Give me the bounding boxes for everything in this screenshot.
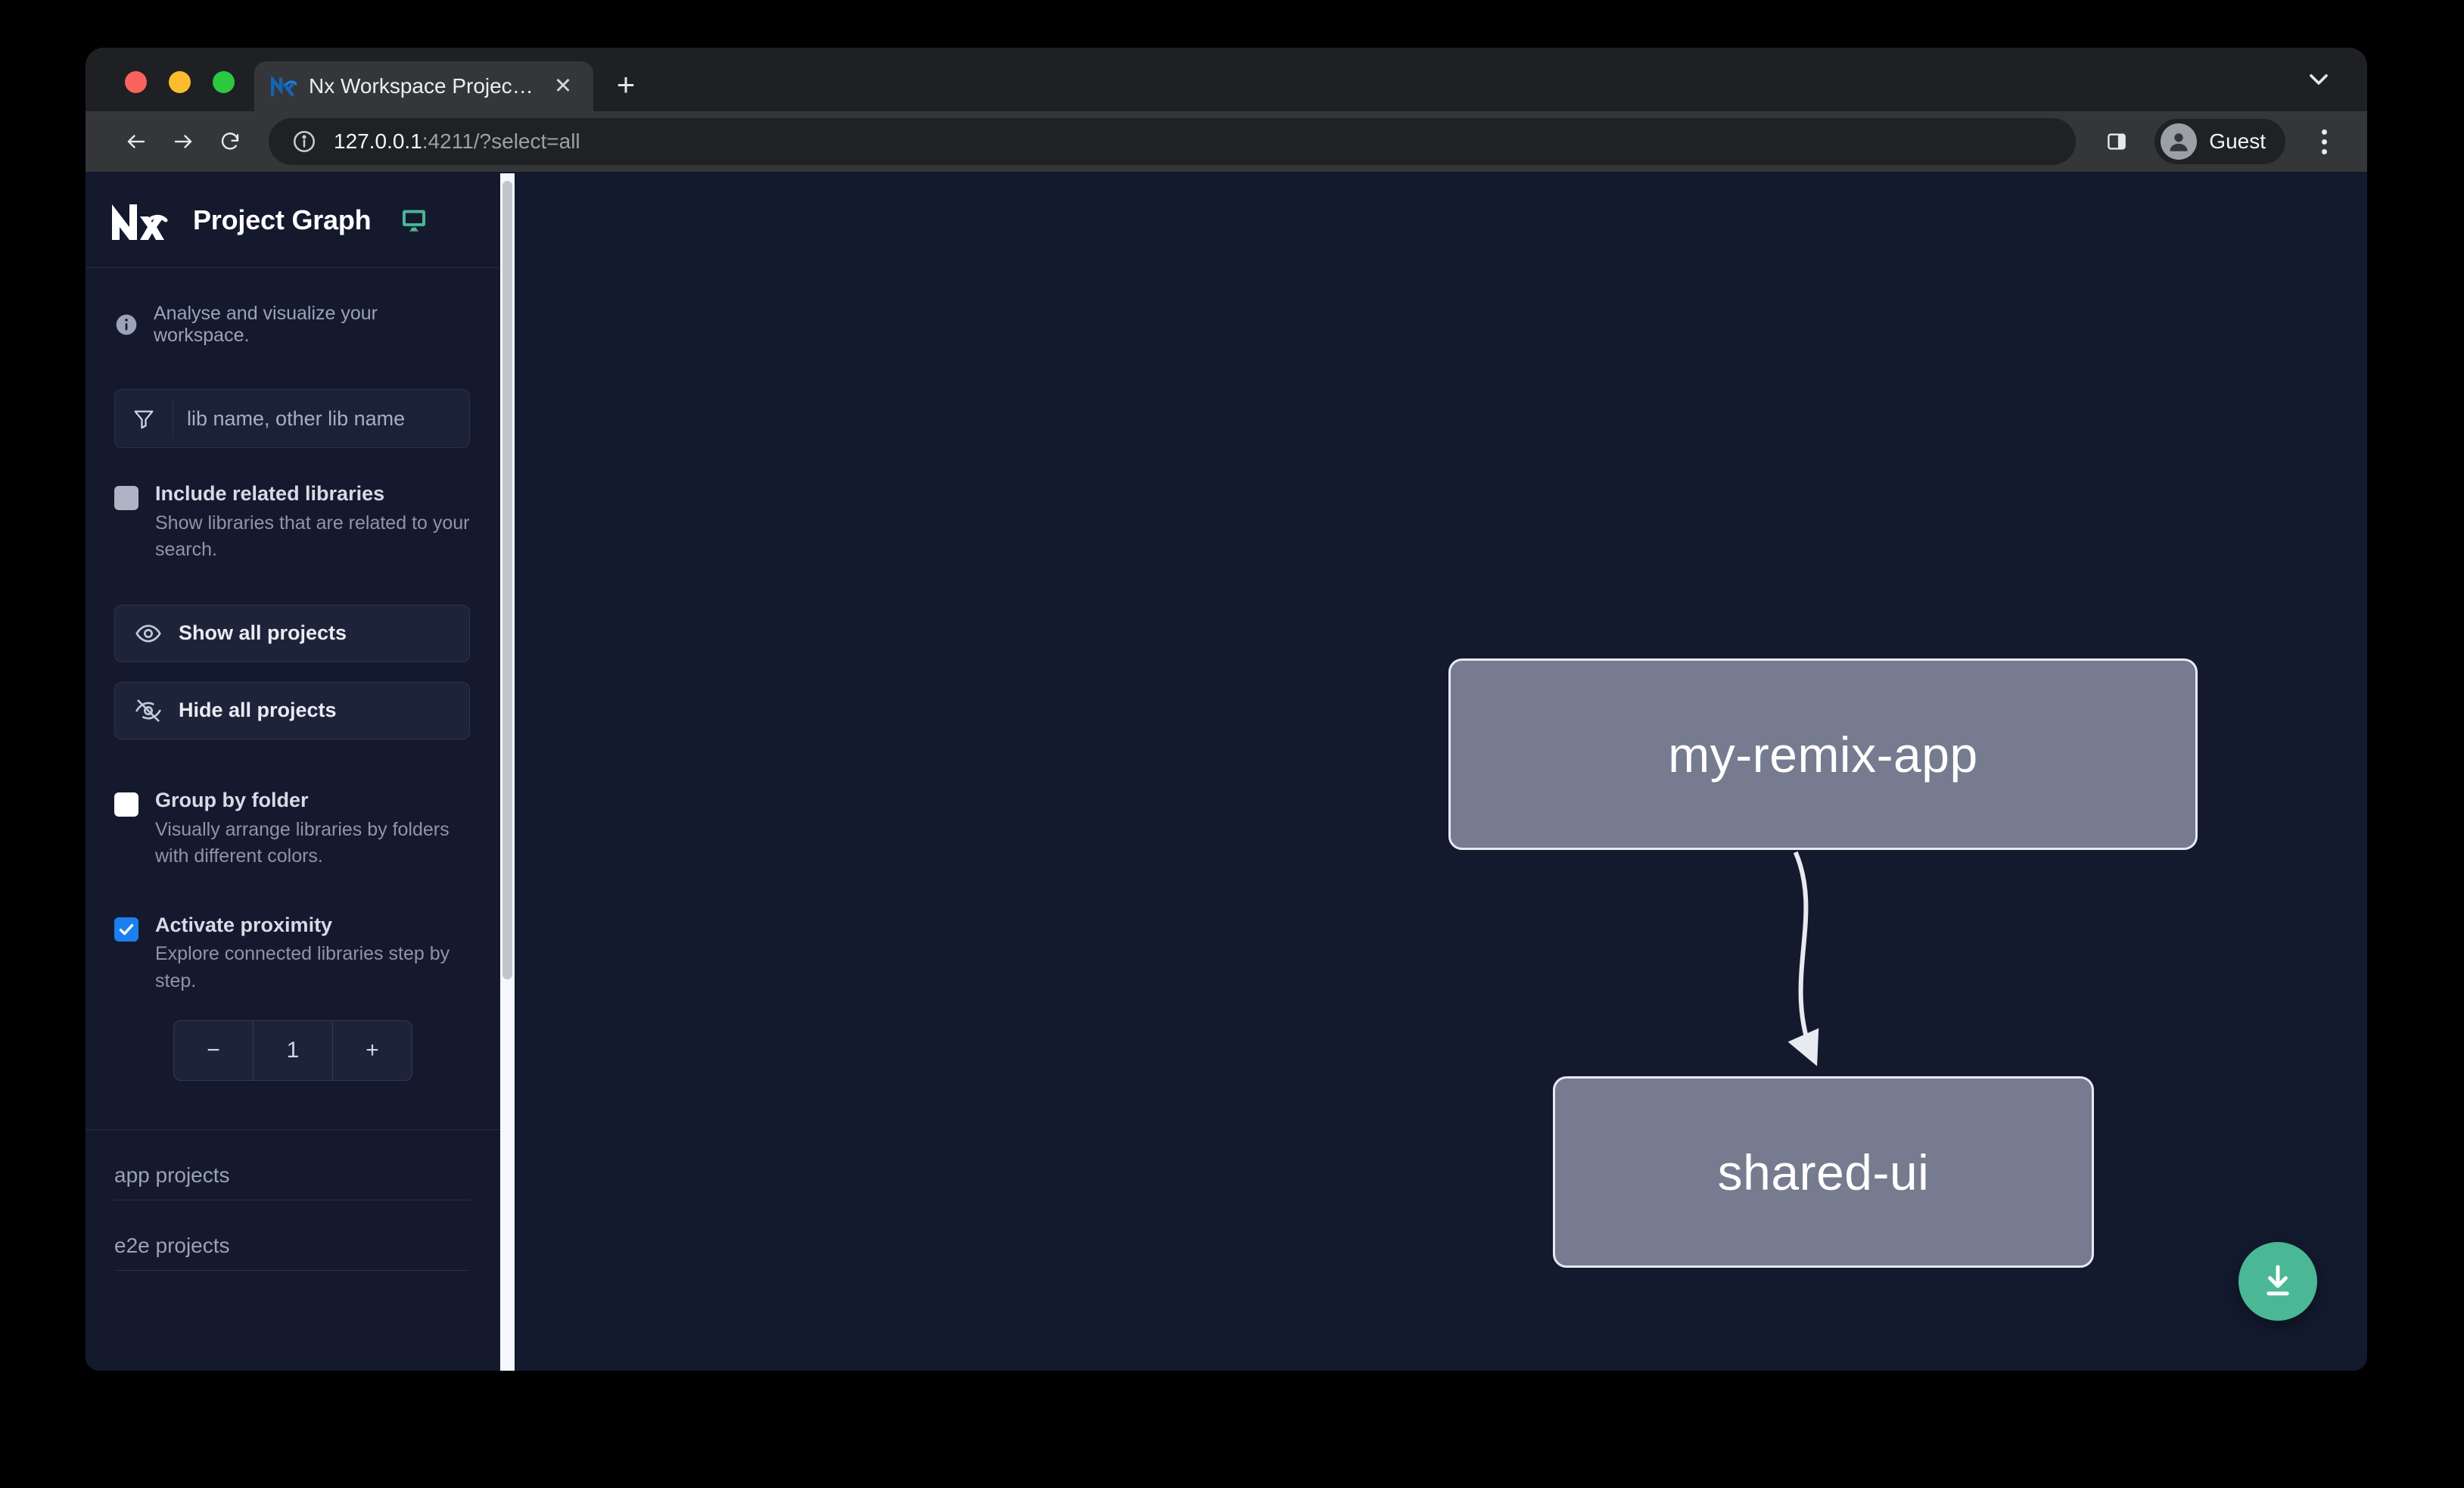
- window-controls: [86, 71, 235, 111]
- e2e-projects-label: e2e projects: [114, 1234, 230, 1258]
- download-graph-button[interactable]: [2238, 1242, 2317, 1321]
- graph-node-shared-ui[interactable]: shared-ui: [1553, 1076, 2094, 1268]
- edge-my-remix-app-to-shared-ui: [1787, 851, 1819, 1066]
- browser-tab[interactable]: Nx Workspace Project Graph ✕: [254, 61, 593, 111]
- url-path: :4211/?select=all: [422, 129, 580, 153]
- graph-node-my-remix-app[interactable]: my-remix-app: [1448, 658, 2198, 850]
- nx-logo: [110, 198, 169, 242]
- app-projects-group[interactable]: app projects: [114, 1130, 470, 1201]
- eye-slash-icon: [135, 699, 161, 722]
- maximize-window-button[interactable]: [213, 71, 235, 93]
- option-activate-proximity[interactable]: Activate proximity Explore connected lib…: [86, 913, 500, 995]
- toolbar-actions: Guest: [2095, 119, 2344, 164]
- sidebar: Project Graph: [86, 173, 515, 1371]
- reload-icon[interactable]: [207, 118, 254, 165]
- tab-strip-actions: [2304, 64, 2367, 111]
- person-avatar-icon: [2161, 123, 2198, 160]
- monitor-icon[interactable]: [400, 206, 428, 235]
- info-icon: [114, 313, 138, 337]
- search-input[interactable]: [173, 406, 469, 431]
- funnel-icon: [115, 406, 173, 431]
- page-title: Project Graph: [193, 204, 372, 235]
- graph-edges: [1787, 851, 1819, 1066]
- info-circle-icon[interactable]: [291, 129, 317, 154]
- option-title: Include related libraries: [155, 482, 385, 505]
- tab-strip: Nx Workspace Project Graph ✕ +: [86, 48, 2367, 111]
- proximity-stepper[interactable]: − 1 +: [173, 1020, 412, 1082]
- address-bar[interactable]: 127.0.0.1:4211/?select=all: [269, 118, 2077, 165]
- option-title: Activate proximity: [155, 913, 333, 936]
- increment-button[interactable]: +: [366, 1038, 379, 1063]
- kebab-menu-icon[interactable]: [2304, 121, 2344, 162]
- browser-window: Nx Workspace Project Graph ✕ +: [86, 48, 2367, 1371]
- graph-canvas[interactable]: my-remix-app shared-ui: [501, 173, 2367, 1371]
- option-description: Show libraries that are related to your …: [155, 512, 470, 561]
- show-all-projects-button[interactable]: Show all projects: [114, 604, 470, 662]
- filter-input-wrapper[interactable]: [114, 389, 470, 448]
- e2e-projects-group[interactable]: e2e projects: [114, 1200, 470, 1272]
- option-title: Group by folder: [155, 788, 309, 811]
- option-description: Explore connected libraries step by step…: [155, 943, 450, 991]
- sidebar-divider: [86, 1129, 500, 1131]
- scrollbar-thumb[interactable]: [502, 181, 512, 979]
- download-icon: [2266, 1265, 2289, 1296]
- close-window-button[interactable]: [125, 71, 147, 93]
- profile-chip[interactable]: Guest: [2154, 119, 2285, 164]
- side-panel-icon[interactable]: [2095, 120, 2138, 163]
- stepper-value: 1: [253, 1021, 333, 1081]
- hide-all-projects-button[interactable]: Hide all projects: [114, 681, 470, 739]
- new-tab-button[interactable]: +: [616, 67, 636, 102]
- sidebar-header: Project Graph: [86, 173, 500, 268]
- minimize-window-button[interactable]: [169, 71, 191, 93]
- chevron-down-icon[interactable]: [2304, 64, 2334, 95]
- option-group-by-folder[interactable]: Group by folder Visually arrange librari…: [86, 788, 500, 870]
- profile-label: Guest: [2209, 129, 2266, 153]
- option-text: Activate proximity Explore connected lib…: [155, 913, 470, 995]
- forward-arrow-icon[interactable]: [160, 118, 207, 165]
- group-rule: [114, 1270, 470, 1272]
- page-content: Project Graph: [86, 173, 2367, 1371]
- nx-favicon-icon: [270, 74, 297, 97]
- activate-proximity-checkbox[interactable]: [114, 917, 138, 942]
- node-label: my-remix-app: [1668, 726, 1978, 783]
- back-arrow-icon[interactable]: [113, 118, 160, 165]
- group-by-folder-checkbox[interactable]: [114, 792, 138, 817]
- project-groups: app projects e2e projects: [86, 1130, 500, 1272]
- workspace-note-text: Analyse and visualize your workspace.: [154, 303, 378, 346]
- close-icon[interactable]: ✕: [553, 73, 573, 98]
- include-related-libraries-checkbox[interactable]: [114, 486, 138, 510]
- option-description: Visually arrange libraries by folders wi…: [155, 818, 450, 867]
- browser-toolbar: 127.0.0.1:4211/?select=all Guest: [86, 111, 2367, 173]
- sidebar-scrollbar[interactable]: [500, 173, 515, 1371]
- workspace-note: Analyse and visualize your workspace.: [86, 268, 500, 347]
- tab-title: Nx Workspace Project Graph: [309, 74, 537, 98]
- app-projects-label: app projects: [114, 1163, 230, 1188]
- url-host: 127.0.0.1: [334, 129, 422, 153]
- option-include-related-libraries[interactable]: Include related libraries Show libraries…: [86, 481, 500, 564]
- node-label: shared-ui: [1717, 1144, 1930, 1200]
- eye-icon: [135, 624, 161, 643]
- show-all-projects-label: Show all projects: [179, 621, 347, 645]
- url-text: 127.0.0.1:4211/?select=all: [334, 129, 580, 154]
- check-icon: [119, 923, 134, 935]
- decrement-button[interactable]: −: [207, 1038, 220, 1063]
- hide-all-projects-label: Hide all projects: [179, 699, 337, 722]
- option-text: Group by folder Visually arrange librari…: [155, 788, 470, 870]
- sidebar-scroll-area: Analyse and visualize your workspace.: [86, 268, 500, 1371]
- option-text: Include related libraries Show libraries…: [155, 481, 470, 564]
